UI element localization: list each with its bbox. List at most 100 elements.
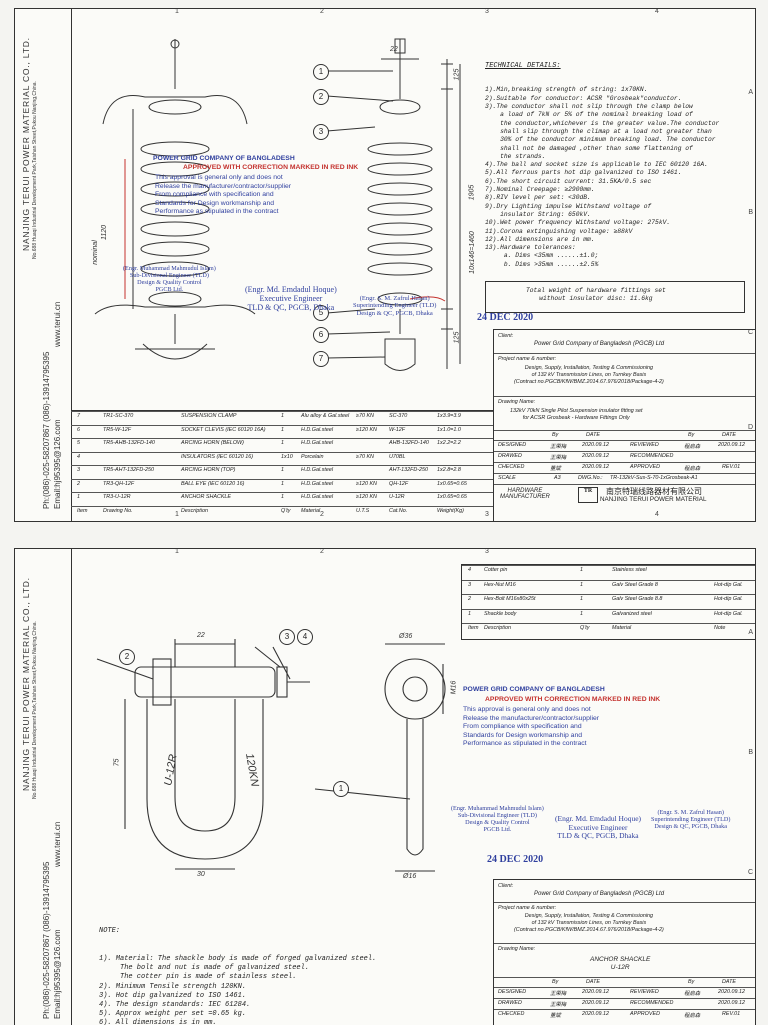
callout-6: 6 xyxy=(313,327,329,343)
table-cell: SOCKET CLEVIS (IEC 60120 16A) xyxy=(181,426,266,433)
table-cell: 3 xyxy=(468,581,471,588)
s2-signature-block-3: (Engr. S. M. Zafrul Hasan) Superintendin… xyxy=(651,809,731,831)
s2-stamp-approved: APPROVED WITH CORRECTION MARKED IN RED I… xyxy=(485,696,661,703)
table-header-row xyxy=(462,623,755,624)
table-cell: 4 xyxy=(77,453,80,460)
dim-1460: 10x146=1460 xyxy=(468,231,476,274)
shackle-callout-4: 4 xyxy=(297,629,313,645)
table-cell: Hex-Bolt M16x80x25t xyxy=(484,596,536,602)
table-header-cell: Item xyxy=(77,507,88,514)
grid-row-A: A xyxy=(748,89,753,96)
table-row xyxy=(71,451,493,453)
table-cell: 1 xyxy=(580,581,583,588)
signature-block-1: (Engr. Muhammad Mahmudul Islam) Sub-Divi… xyxy=(123,265,216,294)
grid-col-3-bottom: 3 xyxy=(485,511,489,518)
date-stamp: 24 DEC 2020 xyxy=(477,312,534,323)
tech-line: 8).RIV level per set: <30dB. xyxy=(485,194,591,202)
dim-1905: 1905 xyxy=(468,184,476,201)
tech-line: 2).Suitable for conductor: ACSR "Grosbea… xyxy=(485,94,682,102)
table-cell: U-12R xyxy=(389,494,405,500)
table-header-cell: Q'ty xyxy=(281,507,291,514)
notes-title: NOTE: xyxy=(99,927,121,936)
tech-line: 12).All dimensions are in mm. xyxy=(485,235,595,243)
table-cell: ≥120 KN xyxy=(356,494,377,500)
table-row xyxy=(71,438,493,439)
table-cell: 1x2.8=2.8 xyxy=(437,467,461,473)
table-cell: W-12F xyxy=(389,426,406,433)
table-cell: Shackle body xyxy=(484,610,517,617)
tech-line: insulator String: 650kV. xyxy=(485,210,591,218)
callout-5: 5 xyxy=(313,305,329,321)
s2-grid-row-A: A xyxy=(748,629,753,636)
table-cell: TR5-AHT-132FD-250 xyxy=(103,467,155,473)
table-header-cell: Material xyxy=(301,507,321,514)
tech-line: a. Dims <35mm ......±1.0; xyxy=(485,252,599,260)
signature-block-2: (Engr. Md. Emdadul Hoque) Executive Engi… xyxy=(245,285,337,313)
reviewed-by: 程启森 xyxy=(684,444,701,450)
note-line: 5). Approx weight per set =0.65 kg. xyxy=(99,1010,247,1019)
callout-3: 3 xyxy=(313,124,329,140)
note-line: 1). Material: The shackle body is made o… xyxy=(99,955,377,964)
table-cell: 1 xyxy=(281,440,284,446)
email-2: Email:hj95395@126.com xyxy=(53,929,62,1019)
table-cell: ≥70 KN xyxy=(356,453,374,460)
insulator-assembly-drawing xyxy=(94,38,461,371)
weight-note: Total weight of hardware fittings set wi… xyxy=(526,287,666,303)
table-cell: TR3-QH-12F xyxy=(103,480,135,487)
note-line: The bolt and nut is made of galvanized s… xyxy=(99,964,310,973)
scale-label: SCALE xyxy=(498,475,516,481)
table-cell: ≥120 KN xyxy=(356,480,377,487)
recommended-label: RECOMMENDED xyxy=(630,453,674,459)
tech-line: b. Dims >35mm ......±2.5% xyxy=(485,260,599,268)
table-header-cell: Material xyxy=(612,625,632,631)
tech-line: 1).Min,breaking strength of string: 1x70… xyxy=(485,86,648,94)
note-line: 3). Hot dip galvanized to ISO 1461. xyxy=(99,991,247,1000)
tech-line: shall slip through the climap at a load … xyxy=(485,127,712,135)
table-header-cell: Description xyxy=(181,507,208,514)
table-row xyxy=(71,478,493,480)
s2-reviewed-date: 2020.09.12 xyxy=(718,989,745,995)
s2-designed-date: 2020.09.12 xyxy=(582,989,609,995)
col-date-2: DATE xyxy=(722,432,736,438)
s2-grid-row-B: B xyxy=(748,749,753,756)
table-cell: 1x1.0=1.0 xyxy=(437,426,461,433)
table-cell: 1x10 xyxy=(281,453,293,460)
s2-title-block: Client: Power Grid Company of Bangladesh… xyxy=(493,879,755,1025)
tech-line: 7).Nominal Creepage: ≥2900mm. xyxy=(485,186,595,194)
s2-stamp-text: This approval is general only and does n… xyxy=(463,706,600,747)
grid-col-2: 2 xyxy=(320,8,324,15)
table-cell: TR5-W-12F xyxy=(103,426,132,433)
tech-line: the strands. xyxy=(485,152,546,160)
project-name: Design, Supply, Installation, Testing & … xyxy=(514,365,664,385)
table-cell: ≥120 KN xyxy=(356,426,377,433)
grid-col-4: 4 xyxy=(655,8,659,15)
callout-2: 2 xyxy=(313,89,329,105)
note-line: 2). Minimum Tensile strength 120KN. xyxy=(99,982,247,991)
company-sidebar: NANJING TERUI POWER MATERIAL CO., LTD. N… xyxy=(15,9,72,521)
stamp-approved: APPROVED WITH CORRECTION MARKED IN RED I… xyxy=(183,164,359,171)
s2-grid-col-3: 3 xyxy=(485,548,489,555)
table-cell: Hex-Nut M16 xyxy=(484,581,516,588)
table-cell: Galv Steel Grade 8.8 xyxy=(612,596,663,602)
drawing-label: Drawing Name: xyxy=(498,399,536,405)
grid-col-1-bottom: 1 xyxy=(175,511,179,518)
stamp-company: POWER GRID COMPANY OF BANGLADESH xyxy=(153,155,295,162)
s2-stamp-company: POWER GRID COMPANY OF BANGLADESH xyxy=(463,686,605,693)
dim-1120: 1120 xyxy=(101,224,109,241)
drawed-date: 2020.09.12 xyxy=(582,453,609,459)
grid-row-D: D xyxy=(747,424,753,431)
table-cell: 1 xyxy=(580,567,583,573)
table-cell: AHT-132FD-250 xyxy=(389,467,429,473)
title-block: Client: Power Grid Company of Bangladesh… xyxy=(493,329,755,521)
table-cell: 5 xyxy=(77,440,80,446)
table-cell: 1x0.65=0.65 xyxy=(437,480,467,487)
maker-name-cn: 南京特瑞线路器材有限公司 xyxy=(606,487,702,496)
s2-reviewed-by: 程启森 xyxy=(684,991,701,997)
tech-line: a load of 7kN or 5% of the nominal break… xyxy=(485,111,693,119)
technical-details-title: TECHNICAL DETAILS: xyxy=(485,61,561,70)
table-cell: H.D.Gal.steel xyxy=(301,426,334,433)
table-row xyxy=(462,565,755,566)
tech-line: 6).The short circuit current: 31.5KA/0.5… xyxy=(485,177,652,185)
s2-checked-by: 董斌 xyxy=(550,1013,561,1019)
table-cell: 1 xyxy=(281,413,284,419)
